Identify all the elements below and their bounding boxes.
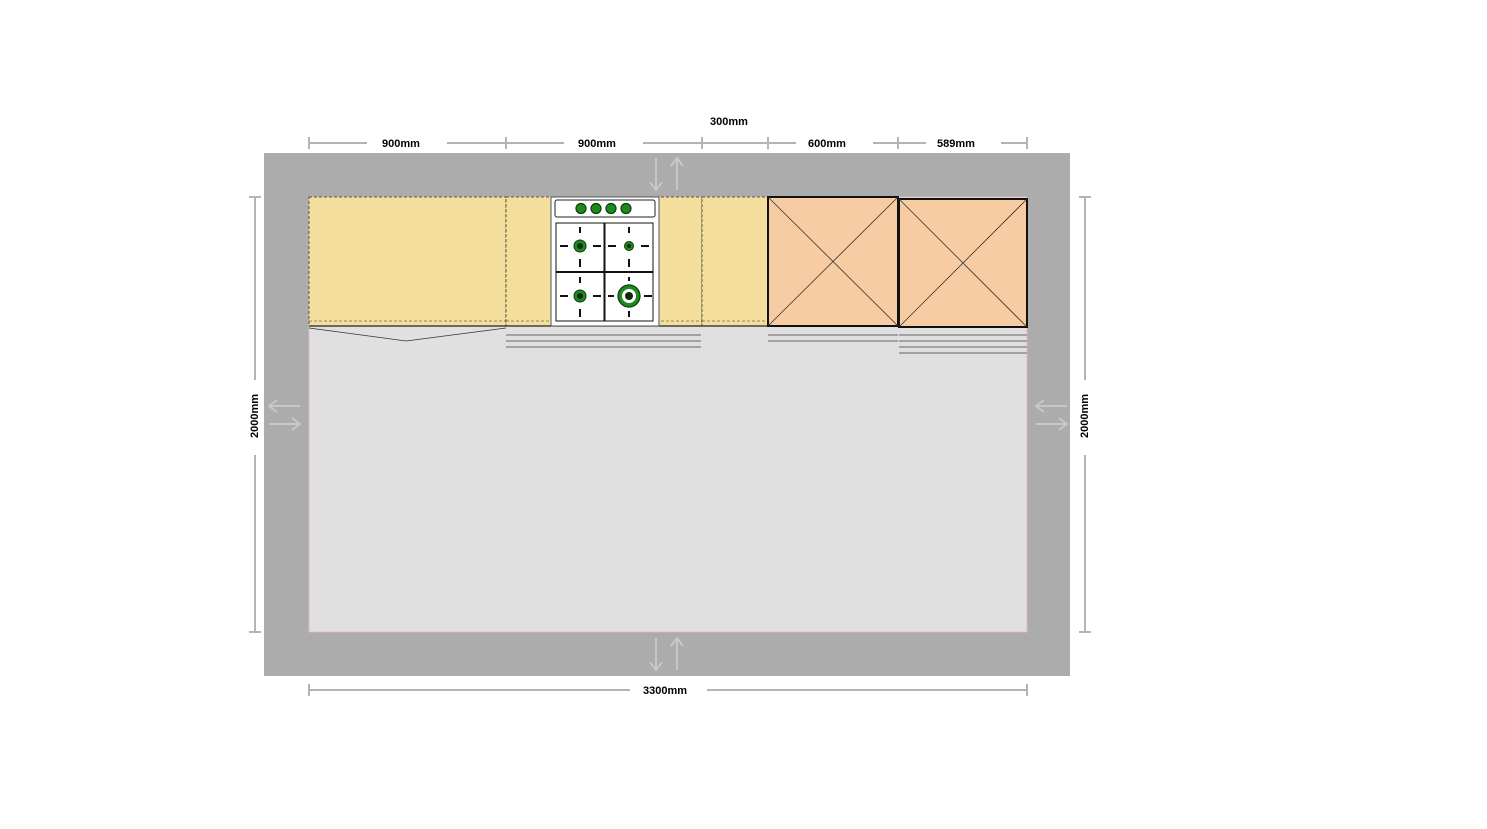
left-dimension-line <box>249 196 261 633</box>
left-wall-move-arrows-icon[interactable] <box>267 399 302 431</box>
dim-label-room-width: 3300mm <box>643 685 687 697</box>
bottom-wall-move-arrows-icon[interactable] <box>649 636 684 672</box>
top-wall-move-arrows-icon[interactable] <box>649 156 684 192</box>
dim-label-unit-2: 900mm <box>578 138 616 150</box>
tall-cabinet-600[interactable] <box>767 196 899 342</box>
tall-cabinet-589[interactable] <box>898 198 1028 354</box>
bottom-dimension-line <box>308 684 1028 696</box>
top-dimension-chain <box>308 137 1028 149</box>
dim-label-left-depth: 2000mm <box>249 394 261 438</box>
base-cabinet-900-left[interactable] <box>308 196 507 342</box>
right-dimension-line <box>1079 196 1091 633</box>
burner-icon <box>573 239 641 308</box>
drawer-lines <box>506 334 701 348</box>
control-knob-icon <box>575 202 632 215</box>
gas-hob[interactable] <box>550 196 660 327</box>
base-cabinet-300[interactable] <box>701 196 769 327</box>
dim-label-unit-3: 300mm <box>710 116 748 128</box>
door-swing-lines <box>308 327 507 342</box>
drawer-lines <box>899 334 1027 354</box>
drawer-lines <box>768 334 898 342</box>
dim-label-unit-4: 600mm <box>808 138 846 150</box>
hob-burner-grid <box>555 222 654 322</box>
dim-label-unit-1: 900mm <box>382 138 420 150</box>
dim-label-unit-5: 589mm <box>937 138 975 150</box>
right-wall-move-arrows-icon[interactable] <box>1034 399 1069 431</box>
dim-label-right-depth: 2000mm <box>1079 394 1091 438</box>
